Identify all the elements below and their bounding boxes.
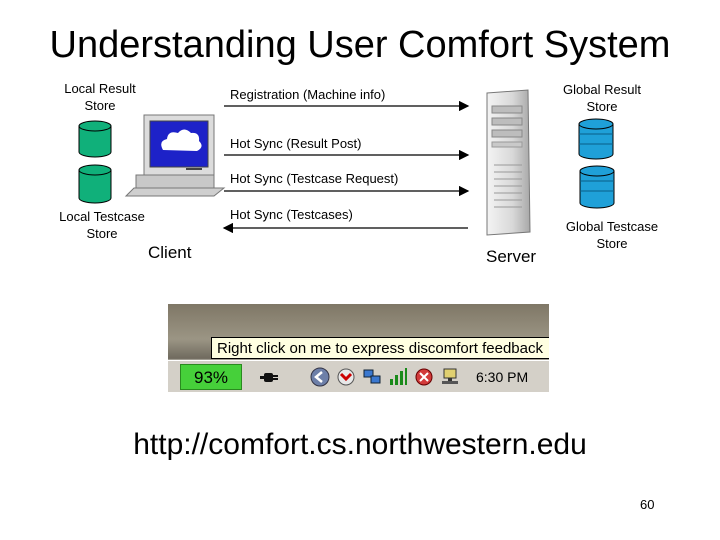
local-testcase-store-label-line2: Store — [86, 226, 118, 241]
arrow-label-testcases: Hot Sync (Testcases) — [230, 207, 353, 222]
arrow-label-testcase-request: Hot Sync (Testcase Request) — [230, 171, 399, 186]
local-result-store-label: Local Result Store — [44, 80, 156, 114]
local-testcase-store-label-line1: Local Testcase — [59, 209, 145, 224]
local-testcase-store-label: Local Testcase Store — [36, 208, 168, 242]
arrow-label-result-post: Hot Sync (Result Post) — [230, 136, 362, 151]
global-result-store-label: Global Result Store — [544, 81, 660, 115]
security-alert-icon[interactable] — [414, 367, 434, 387]
comfort-percent-indicator[interactable]: 93% — [180, 364, 242, 390]
server-label: Server — [486, 247, 537, 266]
global-result-store-label-line1: Global Result — [562, 82, 642, 97]
slide-title: Understanding User Comfort System — [49, 24, 671, 66]
network-connection-icon[interactable] — [440, 367, 460, 387]
global-testcase-store-label: Global Testcase Store — [548, 218, 676, 252]
project-url[interactable]: http://comfort.cs.northwestern.edu — [133, 428, 587, 461]
diagram-graphics — [78, 89, 615, 236]
local-result-store-label-line1: Local Result — [64, 81, 136, 96]
page-number: 60 — [640, 497, 655, 512]
local-testcase-store-icon — [78, 164, 112, 204]
network-monitors-icon[interactable] — [362, 367, 382, 387]
server-icon — [486, 89, 531, 236]
client-label: Client — [148, 243, 192, 262]
global-result-store-icon — [578, 118, 614, 160]
global-result-store-label-line2: Store — [586, 99, 618, 114]
local-result-store-icon — [78, 120, 112, 158]
power-plug-icon[interactable] — [260, 367, 280, 387]
clock[interactable]: 6:30 PM — [476, 369, 529, 385]
back-arrow-icon[interactable] — [310, 367, 330, 387]
security-shield-icon[interactable] — [336, 367, 356, 387]
arrow-label-registration: Registration (Machine info) — [230, 87, 386, 102]
global-testcase-store-label-line1: Global Testcase — [565, 219, 659, 234]
client-computer-icon — [124, 114, 226, 197]
global-testcase-store-icon — [579, 165, 615, 209]
taskbar-screenshot: Right click on me to express discomfort … — [168, 304, 549, 392]
global-testcase-store-label-line2: Store — [596, 236, 628, 251]
system-tray: 93% 6:30 PM — [168, 360, 549, 392]
signal-bars-icon[interactable] — [388, 367, 408, 387]
tooltip: Right click on me to express discomfort … — [211, 337, 549, 359]
local-result-store-label-line2: Store — [84, 98, 116, 113]
